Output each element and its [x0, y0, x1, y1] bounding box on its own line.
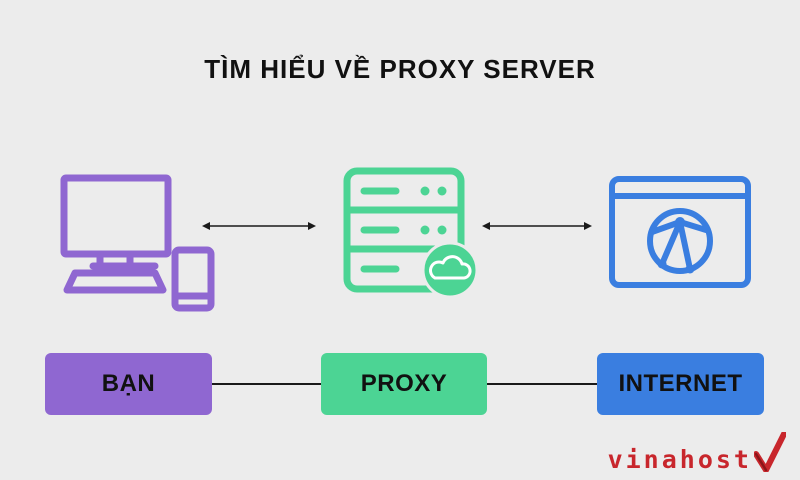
computer-and-phone-icon: [60, 174, 215, 312]
diagram-title: TÌM HIỂU VỀ PROXY SERVER: [204, 54, 596, 84]
checkmark-logo-icon: [754, 432, 786, 472]
brand-text: vinahost: [607, 445, 752, 474]
connector-line: [212, 383, 322, 385]
label-internet-text: INTERNET: [618, 370, 743, 397]
bidirectional-arrow-icon: [482, 222, 592, 230]
brand-logo: vinahost: [608, 432, 786, 472]
bidirectional-arrow-icon: [202, 222, 316, 230]
server-cloud-icon: [343, 167, 479, 299]
label-proxy-text: PROXY: [360, 370, 448, 397]
label-proxy: PROXY: [321, 353, 487, 415]
label-internet: INTERNET: [597, 353, 764, 415]
browser-globe-icon: [609, 176, 751, 288]
connector-line: [486, 383, 598, 385]
label-you-text: BẠN: [101, 370, 156, 397]
label-you: BẠN: [45, 353, 212, 415]
